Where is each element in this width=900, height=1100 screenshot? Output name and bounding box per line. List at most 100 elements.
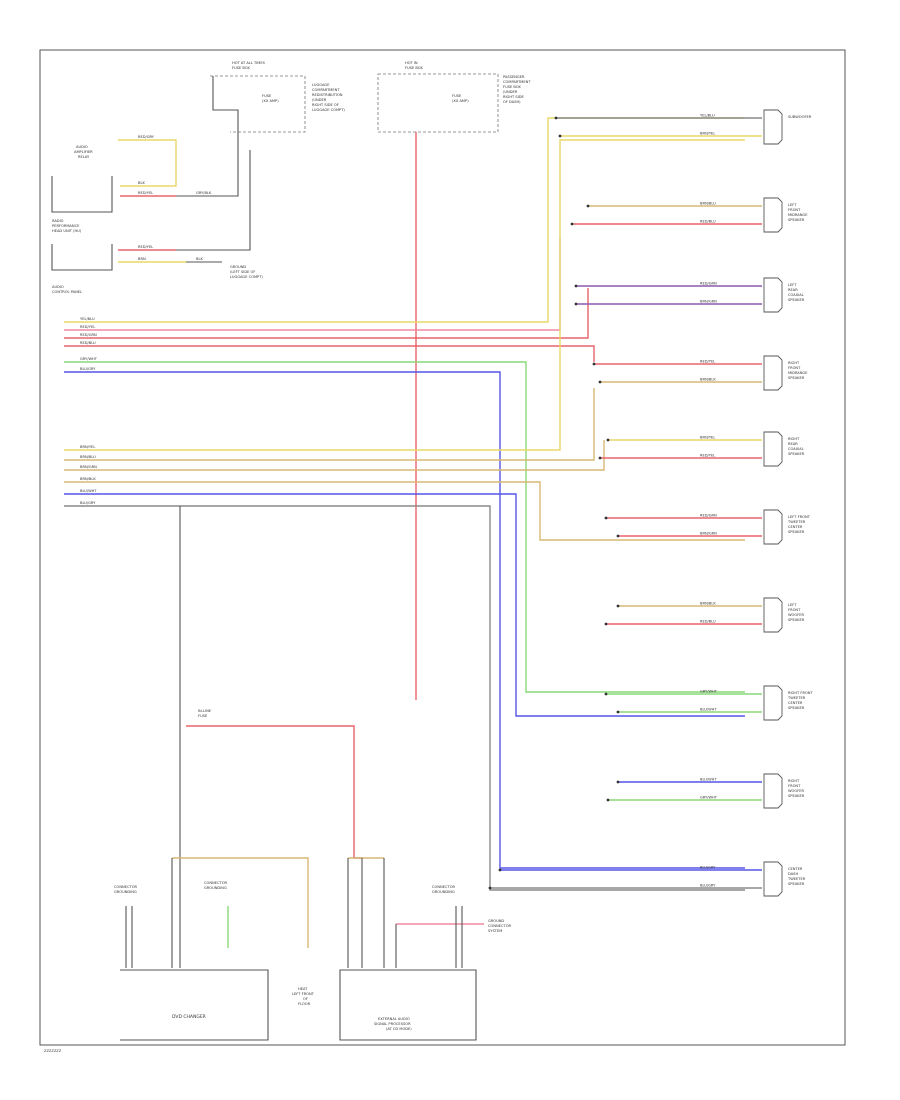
gbox-1: LEFT FRONT bbox=[292, 992, 315, 996]
conn-right-1: CONNECTOR bbox=[432, 885, 456, 889]
bu-3: RED/BLU bbox=[80, 341, 96, 345]
splice-label-1: IN-LINE bbox=[198, 709, 212, 713]
bus-u1 bbox=[64, 238, 561, 331]
speaker-name: LEFT FRONT bbox=[788, 515, 811, 519]
speaker-wire-label: GRY/WHT bbox=[700, 690, 718, 694]
speaker-wire-label: BRN/BLU bbox=[700, 202, 716, 206]
speaker-symbol bbox=[763, 509, 783, 545]
hot-right-1: HOT IN bbox=[405, 61, 418, 65]
speaker-name: LEFT bbox=[788, 203, 797, 207]
bl-4: BLU/WHT bbox=[80, 489, 97, 493]
splice-dot bbox=[616, 780, 620, 784]
splice-dot bbox=[606, 438, 610, 442]
conn-mid-2: GROUNDING bbox=[204, 886, 227, 890]
speaker-wire-label: RED/BLU bbox=[700, 220, 716, 224]
speaker-wire-label: YEL/BLU bbox=[700, 114, 715, 118]
splice-dot bbox=[598, 456, 602, 460]
box-left-t4: RIGHT SIDE OF bbox=[312, 103, 339, 107]
splice-dot bbox=[586, 204, 590, 208]
gbox-3: FLOOR bbox=[298, 1002, 311, 1006]
box-left-t3: (UNDER bbox=[312, 98, 327, 102]
box-left-t2: REDISTRIBUTION bbox=[312, 93, 343, 97]
splice-dot bbox=[570, 222, 574, 226]
speaker-wire-label: BRN/YEL bbox=[700, 436, 715, 440]
relay-t0: AUDIO bbox=[76, 145, 88, 149]
speaker-name: LEFT bbox=[788, 603, 797, 607]
speaker-name: SPEAKER bbox=[788, 218, 805, 222]
speaker-wire-label: BRN/YEL bbox=[700, 132, 715, 136]
conn-mid-1: CONNECTOR bbox=[204, 881, 228, 885]
splice-dot bbox=[604, 692, 608, 696]
bu-0: YEL/BLU bbox=[80, 317, 95, 321]
speaker-name: MIDRANGE bbox=[788, 213, 808, 217]
tw-4: RED/YEL bbox=[138, 245, 153, 249]
relay-t1: AMPLIFIER bbox=[74, 150, 93, 154]
gright-1: CONNECTOR bbox=[488, 924, 512, 928]
splice-dot bbox=[598, 380, 602, 384]
fuse-box-left: HOT AT ALL TIMES FUSE BOX FUSE (XX AMP) … bbox=[210, 61, 345, 133]
speaker-wire-label: RED/YEL bbox=[700, 360, 715, 364]
splice-label-2: FUSE bbox=[198, 714, 208, 718]
box-right-t1: COMPARTMENT bbox=[503, 80, 531, 84]
tw-0: RED/GRY bbox=[138, 135, 155, 139]
ground-t0: GROUND bbox=[230, 265, 246, 269]
speaker-symbol bbox=[763, 197, 783, 233]
bl-3: BRN/BLK bbox=[80, 477, 96, 481]
splice-dot bbox=[604, 516, 608, 520]
conn-left-2: GROUNDING bbox=[114, 890, 137, 894]
tw-6: BLK bbox=[196, 257, 203, 261]
fuse-right-2: (XX AMP) bbox=[452, 99, 469, 103]
wire-relay-yel bbox=[118, 139, 177, 187]
splice-dot bbox=[592, 362, 596, 366]
diagram-frame bbox=[39, 49, 846, 1046]
speaker-name: SPEAKER bbox=[788, 376, 805, 380]
speaker-wire-label: RED/GRN bbox=[700, 514, 717, 518]
speaker-symbol bbox=[763, 431, 783, 467]
fuse-right-1: FUSE bbox=[452, 94, 462, 98]
speaker-wire-label: BLU/WHT bbox=[700, 778, 717, 782]
amplifier-relay: AUDIO AMPLIFIER RELAY RADIO PERFORMANCE … bbox=[51, 145, 263, 294]
bus-l2 bbox=[64, 440, 605, 471]
fuse-box-right: HOT IN FUSE BOX FUSE (XX AMP) PASSENGER … bbox=[377, 61, 531, 133]
bus-l0 bbox=[64, 139, 745, 451]
bl-1: BRN/BLU bbox=[80, 455, 96, 459]
gright-0: GROUND bbox=[488, 919, 504, 923]
gright-2: SYSTEM bbox=[488, 929, 502, 933]
wire-relay-blk bbox=[176, 100, 239, 197]
speaker-wire-label: BRN/BLK bbox=[700, 378, 716, 382]
bus-l3 bbox=[64, 481, 745, 541]
tw-5: BRN bbox=[138, 257, 146, 261]
ground-t1: (LEFT SIDE OF bbox=[230, 270, 255, 274]
speaker-name: TWEETER bbox=[787, 520, 806, 524]
bu-5: BLU/GRY bbox=[80, 367, 96, 371]
bu-1: RED/YEL bbox=[80, 325, 95, 329]
conn-left-1: CONNECTOR bbox=[114, 885, 138, 889]
speaker-wire-label: BLU/WHT bbox=[700, 708, 717, 712]
splice-dot bbox=[616, 534, 620, 538]
speaker-name: DASH bbox=[788, 872, 798, 876]
bu-4: GRY/WHT bbox=[80, 357, 98, 361]
speaker-name: RIGHT bbox=[788, 361, 800, 365]
speaker-symbol bbox=[763, 355, 783, 391]
splice-dot bbox=[558, 134, 562, 138]
panel-t1: CONTROL PANEL bbox=[52, 290, 82, 294]
speaker-name: SPEAKER bbox=[788, 452, 805, 456]
speaker-name: WOOFER bbox=[788, 613, 805, 617]
splice-dot bbox=[606, 798, 610, 802]
bl-0: BRN/YEL bbox=[80, 445, 95, 449]
splice-dot bbox=[616, 604, 620, 608]
speaker-name: CENTER bbox=[788, 701, 803, 705]
bus-u0 bbox=[64, 117, 745, 323]
speaker-wire-label: BRN/BLK bbox=[700, 602, 716, 606]
speaker-name: TWEETER bbox=[787, 696, 806, 700]
bl-5: BLU/GRY bbox=[80, 501, 96, 505]
speaker-symbol bbox=[763, 597, 783, 633]
speaker-wire-label: BRN/GRN bbox=[700, 300, 717, 304]
box2-label-1: SIGNAL PROCESSOR bbox=[374, 1022, 411, 1026]
speaker-wire-label: BLU/GRY bbox=[700, 866, 716, 870]
